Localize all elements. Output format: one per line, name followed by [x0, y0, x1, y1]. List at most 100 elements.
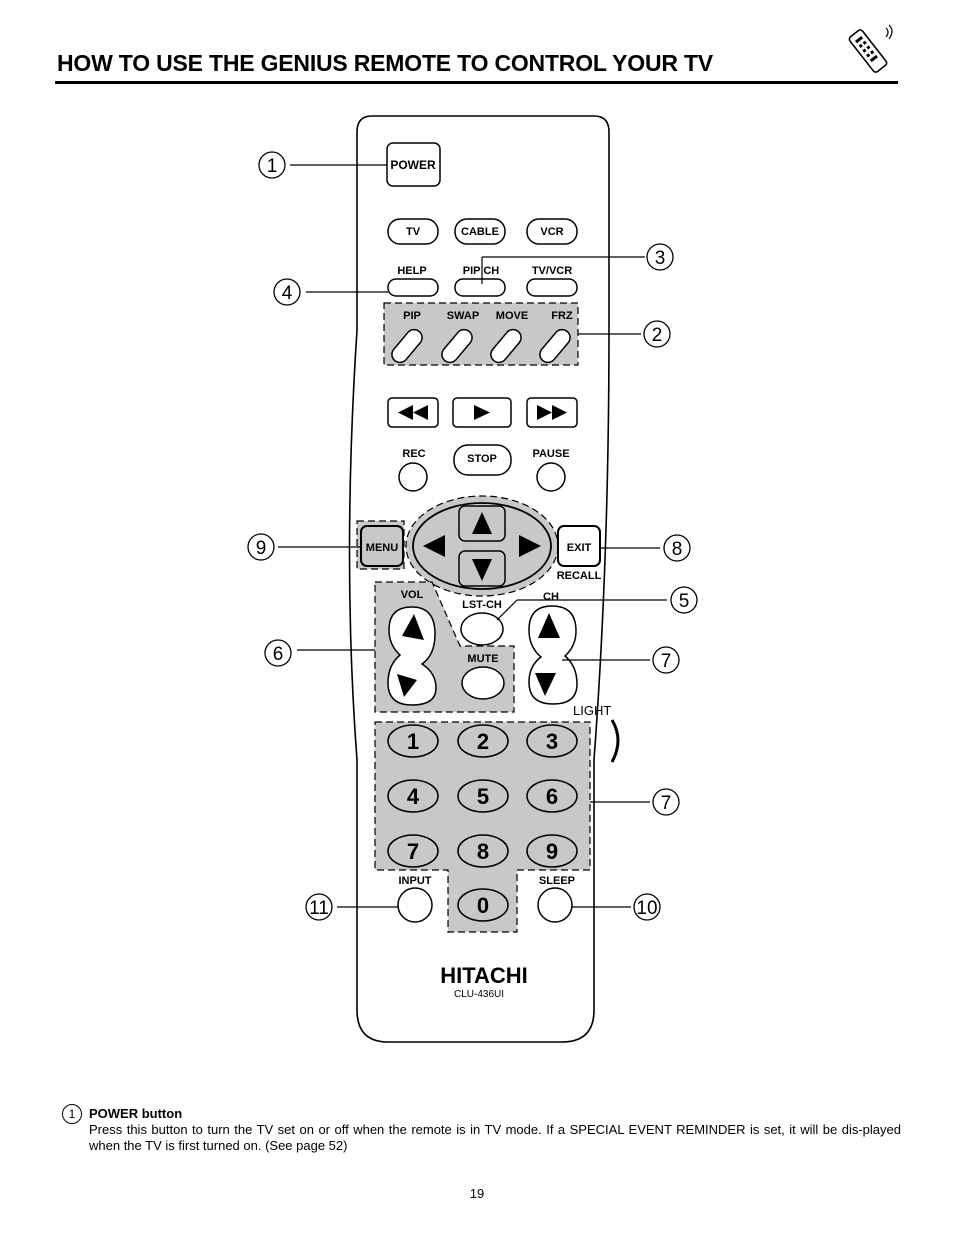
leader-lines — [278, 164, 667, 908]
input-button[interactable] — [397, 887, 433, 923]
callout-1-number: 1 — [267, 156, 278, 177]
callout-9-marker — [247, 533, 275, 561]
help-label: HELP — [397, 265, 426, 277]
ch-down-icon — [535, 673, 556, 696]
digit-9-label: 9 — [546, 839, 558, 864]
menu-button[interactable] — [360, 525, 404, 567]
lst-ch-button[interactable] — [460, 612, 504, 646]
move-button[interactable] — [488, 326, 525, 365]
digit-5-label: 5 — [477, 784, 489, 809]
rec-button[interactable] — [398, 462, 428, 492]
digit-1-button[interactable] — [387, 724, 439, 758]
mute-button[interactable] — [461, 666, 505, 700]
digit-1-label: 1 — [407, 729, 419, 754]
play-icon — [474, 405, 490, 420]
digit-3-button[interactable] — [526, 724, 578, 758]
digit-9-button[interactable] — [526, 834, 578, 868]
stop-button[interactable] — [453, 444, 512, 476]
digit-8-button[interactable] — [457, 834, 509, 868]
model-number: CLU-436UI — [454, 989, 504, 1000]
pause-label: PAUSE — [532, 448, 569, 460]
vcr-button[interactable] — [526, 218, 578, 245]
digit-2-label: 2 — [477, 729, 489, 754]
callout-3-marker — [646, 243, 674, 271]
digit-5-button[interactable] — [457, 779, 509, 813]
page-title: HOW TO USE THE GENIUS REMOTE TO CONTROL … — [57, 50, 713, 76]
digit-7-label: 7 — [407, 839, 419, 864]
description-title: POWER button — [89, 1106, 183, 1121]
help-button[interactable] — [387, 278, 439, 297]
menu-label: MENU — [366, 542, 398, 554]
callout-5-marker — [670, 586, 698, 614]
digit-4-button[interactable] — [387, 779, 439, 813]
pip-button[interactable] — [389, 326, 426, 365]
exit-button[interactable] — [557, 525, 601, 567]
tv-label: TV — [406, 226, 421, 238]
number-pad-region — [374, 721, 591, 933]
down-arrow-icon — [472, 559, 492, 581]
rewind-icon — [398, 405, 428, 420]
swap-button[interactable] — [439, 326, 476, 365]
light-button[interactable] — [610, 719, 620, 763]
digit-3-label: 3 — [546, 729, 558, 754]
brand-logo: HITACHI — [440, 963, 528, 988]
ch-up-icon — [538, 613, 560, 638]
fast-forward-icon — [537, 405, 567, 420]
callout-2-number: 2 — [652, 325, 663, 346]
stop-label: STOP — [467, 453, 497, 465]
move-label: MOVE — [496, 310, 528, 322]
digit-0-button[interactable] — [457, 888, 509, 922]
power-label: POWER — [390, 158, 436, 172]
pip-ch-button[interactable] — [454, 278, 506, 297]
cable-label: CABLE — [461, 226, 499, 238]
digit-2-button[interactable] — [457, 724, 509, 758]
callout-7-marker — [652, 788, 680, 816]
digit-7-button[interactable] — [387, 834, 439, 868]
callout-10-number: 10 — [636, 898, 657, 919]
page-number: 19 — [469, 1186, 485, 1201]
pip-label: PIP — [403, 310, 421, 322]
callout-4-marker — [273, 278, 301, 306]
callout-2-marker — [643, 320, 671, 348]
digit-8-label: 8 — [477, 839, 489, 864]
digit-4-label: 4 — [407, 784, 420, 809]
tv-button[interactable] — [387, 218, 439, 245]
callout-9-number: 9 — [256, 538, 267, 559]
recall-label: RECALL — [557, 570, 602, 582]
callout-7-marker — [652, 646, 680, 674]
callout-10-marker — [633, 893, 661, 921]
pause-button[interactable] — [536, 462, 566, 492]
cable-button[interactable] — [454, 218, 506, 245]
callout-1-marker — [258, 151, 286, 179]
title-rule — [55, 81, 898, 84]
digit-6-button[interactable] — [526, 779, 578, 813]
pip-ch-label: PIP CH — [463, 265, 500, 277]
sleep-button[interactable] — [537, 887, 573, 923]
exit-label: EXIT — [567, 542, 592, 554]
tv-vcr-button[interactable] — [526, 278, 578, 297]
ch-label: CH — [543, 591, 559, 603]
frz-button[interactable] — [537, 326, 574, 365]
input-label: INPUT — [399, 875, 432, 887]
swap-label: SWAP — [447, 310, 479, 322]
right-arrow-icon[interactable] — [519, 535, 541, 557]
light-label: LIGHT — [573, 703, 611, 718]
callout-8-marker — [663, 534, 691, 562]
description-body: Press this button to turn the TV set on … — [89, 1122, 901, 1153]
vol-label: VOL — [401, 589, 424, 601]
up-arrow-icon — [472, 512, 492, 534]
callout-7-number: 7 — [661, 793, 672, 814]
mute-label: MUTE — [467, 653, 498, 665]
callout-4-number: 4 — [282, 283, 293, 304]
callout-3-number: 3 — [655, 248, 666, 269]
left-arrow-icon[interactable] — [423, 535, 445, 557]
description-marker: 1 — [62, 1104, 82, 1124]
vol-down-icon — [397, 674, 417, 697]
callout-5-number: 5 — [679, 591, 690, 612]
callout-8-number: 8 — [672, 539, 683, 560]
arrow-pad — [412, 502, 552, 590]
digit-0-label: 0 — [477, 893, 489, 918]
remote-diagram: POWER TV CABLE VCR HELP PIP CH TV/VCR PI… — [247, 115, 698, 1043]
